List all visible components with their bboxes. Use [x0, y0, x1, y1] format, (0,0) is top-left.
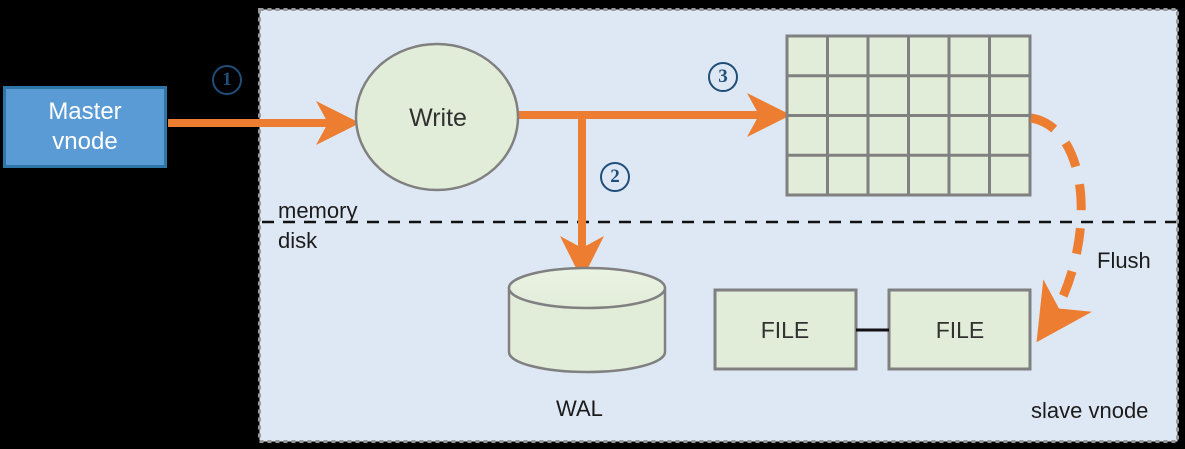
wal-cylinder [507, 266, 667, 374]
slave-vnode-label: slave vnode [1031, 398, 1149, 423]
file-box-1 [713, 288, 858, 371]
memory-tier-label: memory [278, 198, 358, 223]
write-node-label: Write [409, 104, 467, 132]
write-node-circle [354, 42, 520, 192]
wal-label: WAL [556, 396, 603, 421]
disk-tier-label: disk [278, 228, 318, 253]
file-box-2-label: FILE [935, 317, 985, 343]
master-vnode-label-line2: vnode [52, 128, 118, 155]
file-box-2 [887, 288, 1032, 371]
step-number-2: 2 [600, 162, 630, 192]
master-vnode-label-line1: Master [48, 98, 122, 125]
flush-arrow [1029, 113, 1092, 343]
step-number-1: 1 [212, 65, 242, 95]
master-vnode-box[interactable]: Master vnode [3, 86, 167, 168]
file-box-1-label: FILE [760, 317, 810, 343]
memtable-grid [785, 34, 1032, 197]
step-number-3: 3 [708, 62, 738, 92]
flush-label: Flush [1097, 248, 1151, 273]
